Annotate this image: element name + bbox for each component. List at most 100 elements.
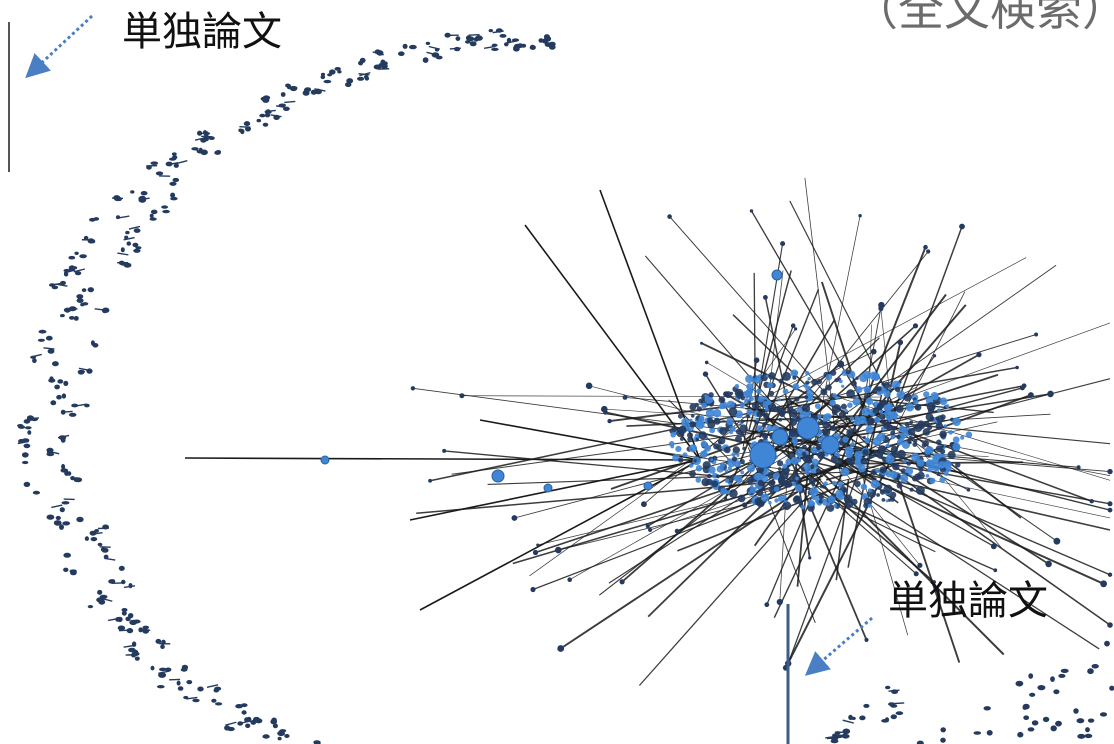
isolated-node	[25, 426, 32, 430]
network-node	[792, 470, 798, 475]
network-node	[870, 479, 880, 489]
network-node	[682, 452, 688, 458]
network-node	[805, 371, 810, 376]
isolated-edge	[505, 40, 517, 44]
network-node	[918, 466, 924, 472]
network-node	[948, 430, 953, 435]
network-node	[740, 396, 745, 401]
network-node	[746, 383, 754, 391]
network-node	[832, 493, 837, 497]
network-node	[894, 386, 901, 393]
isolated-node	[22, 460, 29, 465]
isolated-node	[1104, 640, 1110, 647]
isolated-node	[196, 150, 204, 154]
isolated-node	[530, 44, 535, 50]
network-node	[790, 457, 799, 465]
isolated-node	[884, 717, 890, 723]
isolated-node	[320, 75, 326, 80]
network-node	[935, 422, 944, 430]
network-edge	[876, 421, 998, 449]
network-node	[789, 409, 798, 418]
isolated-edge	[57, 434, 70, 439]
isolated-node	[157, 685, 165, 689]
network-node	[731, 452, 736, 457]
isolated-node	[259, 113, 266, 118]
network-node	[896, 482, 903, 489]
network-node	[705, 408, 715, 418]
isolated-node	[155, 171, 164, 176]
isolated-node	[169, 181, 177, 186]
network-node	[801, 404, 811, 413]
isolated-node	[890, 704, 898, 708]
network-node	[768, 501, 772, 505]
network-node	[936, 408, 941, 413]
network-node	[931, 404, 936, 409]
isolated-node	[173, 163, 179, 168]
isolated-node	[842, 728, 851, 735]
network-node	[923, 244, 928, 250]
network-node	[914, 405, 920, 410]
network-node	[885, 499, 889, 503]
isolated-node	[125, 230, 130, 235]
isolated-node	[264, 112, 271, 118]
isolated-node	[425, 41, 431, 46]
isolated-edge	[138, 197, 150, 201]
network-node	[788, 428, 797, 438]
network-node	[1107, 572, 1113, 577]
isolated-node	[74, 271, 82, 276]
network-node	[689, 403, 697, 411]
network-node	[736, 454, 740, 457]
network-node	[1015, 365, 1019, 370]
network-node	[729, 430, 734, 435]
network-node	[943, 460, 952, 468]
isolated-node	[186, 680, 193, 685]
network-node	[756, 489, 764, 497]
isolated-node	[132, 242, 139, 248]
network-node	[1053, 537, 1061, 545]
network-node	[732, 446, 740, 454]
isolated-edge	[104, 557, 116, 561]
isolated-node	[120, 247, 125, 253]
network-edge	[811, 387, 1023, 445]
network-node	[904, 421, 910, 427]
network-edge	[409, 459, 701, 521]
network-node	[740, 470, 745, 475]
network-node	[689, 421, 696, 428]
network-node	[864, 395, 868, 398]
isolated-node	[172, 177, 180, 183]
network-node	[883, 390, 891, 398]
isolated-node	[334, 67, 341, 71]
isolated-edge	[225, 721, 237, 726]
network-node	[785, 458, 792, 466]
isolated-node	[121, 610, 127, 616]
network-edge	[864, 468, 1111, 576]
network-node	[943, 471, 949, 476]
network-node	[1034, 332, 1039, 337]
arrow-top-left	[25, 14, 94, 79]
isolated-node	[37, 338, 45, 342]
network-edge	[784, 442, 901, 669]
network-node	[803, 383, 808, 388]
isolated-node	[176, 680, 181, 686]
network-node	[1028, 392, 1034, 398]
isolated-node	[68, 412, 77, 417]
isolated-node	[90, 537, 98, 542]
isolated-edge	[483, 45, 496, 49]
network-node	[863, 385, 872, 394]
network-node	[905, 402, 915, 412]
network-node	[794, 396, 800, 402]
network-node	[747, 478, 754, 485]
isolated-edge	[61, 410, 73, 413]
network-node	[742, 446, 746, 451]
isolated-node	[1084, 733, 1093, 739]
network-node	[761, 432, 767, 439]
network-node	[753, 357, 760, 364]
isolated-node	[358, 60, 364, 66]
network-node	[701, 402, 707, 409]
network-node	[822, 421, 831, 429]
network-node	[557, 645, 565, 652]
network-node	[745, 374, 754, 384]
network-node	[728, 489, 738, 498]
network-node	[913, 423, 923, 432]
network-node	[847, 402, 853, 409]
